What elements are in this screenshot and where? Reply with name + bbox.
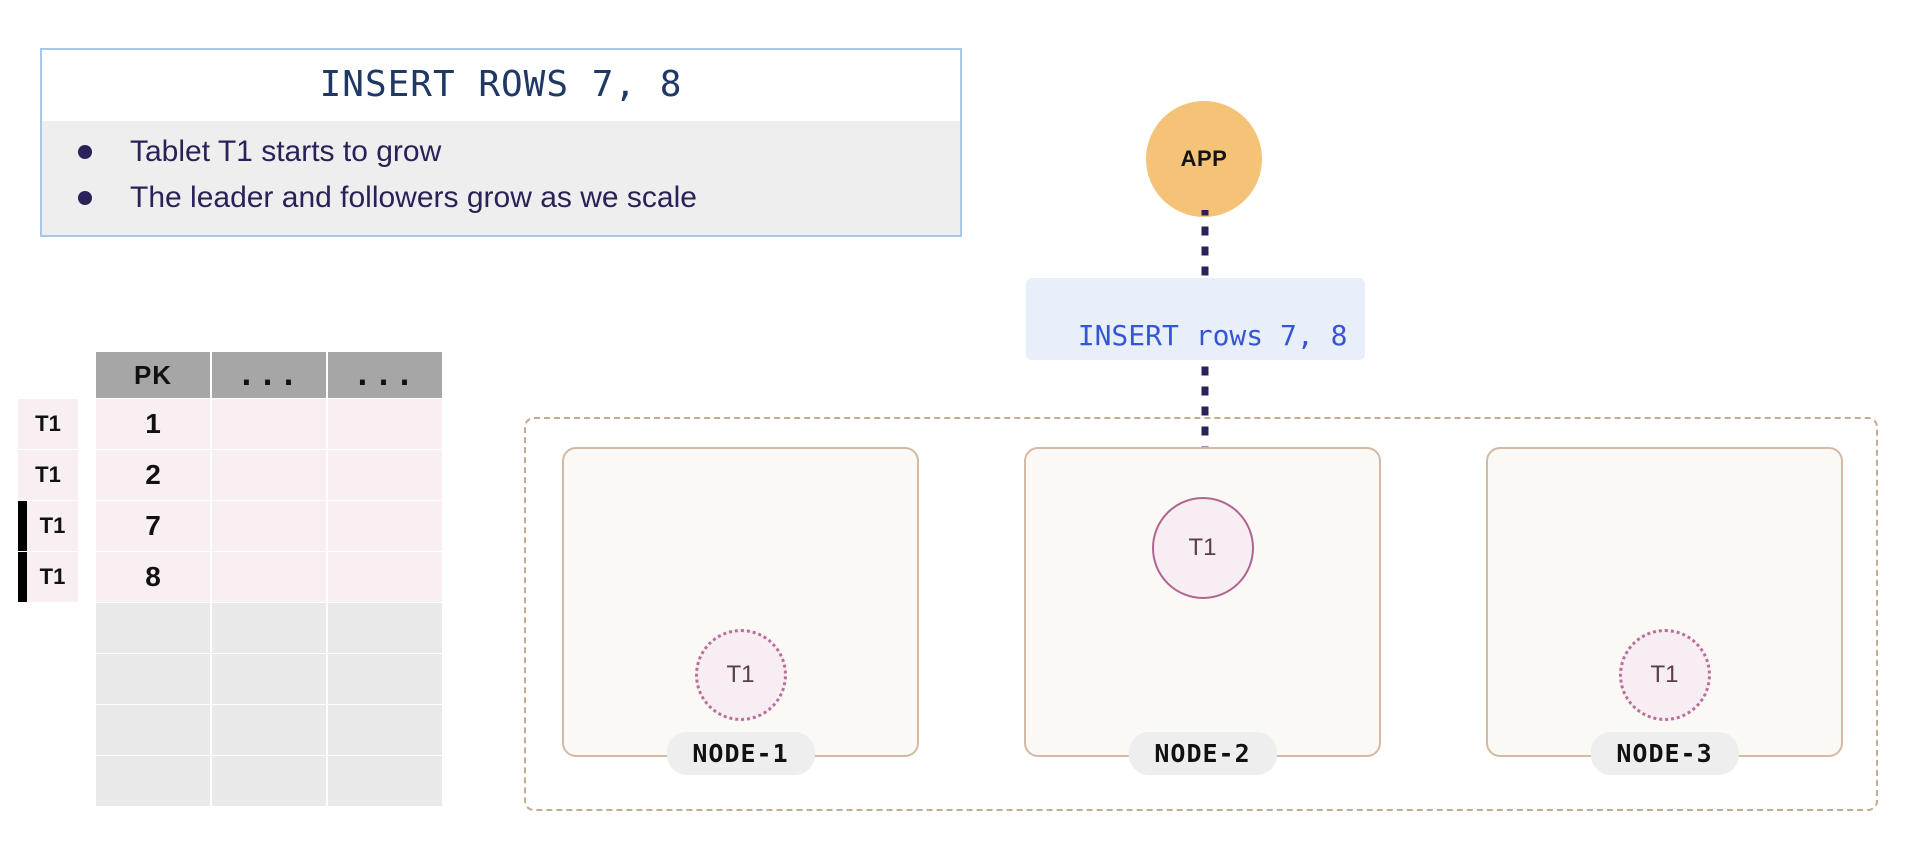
info-box-bullet-list: Tablet T1 starts to grow The leader and … bbox=[42, 121, 960, 235]
cell-pk: 1 bbox=[96, 399, 210, 449]
cell-col2 bbox=[212, 552, 326, 602]
cluster-boundary: T1 NODE-1 T1 NODE-2 T1 NODE-3 bbox=[524, 417, 1878, 811]
bullet-dot-icon bbox=[78, 191, 92, 205]
table-row-tablet-label: T1 bbox=[18, 450, 78, 500]
cell-col2 bbox=[212, 654, 326, 704]
app-node-circle: APP bbox=[1146, 101, 1262, 217]
table-row-cells bbox=[96, 603, 444, 653]
table-rowlabel-spacer bbox=[18, 352, 78, 398]
cell-col2 bbox=[212, 705, 326, 755]
cell-pk: 2 bbox=[96, 450, 210, 500]
table-row: T1 1 bbox=[18, 399, 444, 449]
table-row-cells: 2 bbox=[96, 450, 444, 500]
table-row: T1 7 bbox=[18, 501, 444, 551]
table-row-cells bbox=[96, 705, 444, 755]
column-header-ellipsis-2: ... bbox=[328, 352, 442, 398]
node-box-node-1: T1 NODE-1 bbox=[562, 447, 919, 775]
cell-pk bbox=[96, 705, 210, 755]
table-row-tablet-label-marked: T1 bbox=[18, 501, 78, 551]
node-box-node-2: T1 NODE-2 bbox=[1024, 447, 1381, 775]
tablet-leader-circle: T1 bbox=[1151, 497, 1254, 599]
info-box-title: INSERT ROWS 7, 8 bbox=[42, 50, 960, 121]
table-rowlabel-spacer bbox=[18, 705, 78, 755]
info-callout-box: INSERT ROWS 7, 8 Tablet T1 starts to gro… bbox=[40, 48, 962, 237]
column-header-pk: PK bbox=[96, 352, 210, 398]
table-row: T1 8 bbox=[18, 552, 444, 602]
table-rowlabel-spacer bbox=[18, 654, 78, 704]
table-rowlabel-spacer bbox=[18, 756, 78, 806]
table-row: T1 2 bbox=[18, 450, 444, 500]
node-name-pill: NODE-2 bbox=[1128, 732, 1277, 775]
node-box-node-3: T1 NODE-3 bbox=[1486, 447, 1843, 775]
node-name-pill: NODE-1 bbox=[666, 732, 815, 775]
cell-pk bbox=[96, 756, 210, 806]
table-row-cells: 7 bbox=[96, 501, 444, 551]
cell-col3 bbox=[328, 450, 442, 500]
cell-col2 bbox=[212, 501, 326, 551]
query-text-label: INSERT rows 7, 8 bbox=[1026, 278, 1366, 360]
table-header-cells: PK ... ... bbox=[96, 352, 444, 398]
tablet-follower-circle: T1 bbox=[1618, 629, 1711, 721]
table-row-cells: 8 bbox=[96, 552, 444, 602]
cell-pk bbox=[96, 654, 210, 704]
table-row-empty bbox=[18, 654, 444, 704]
bullet-item: Tablet T1 starts to grow bbox=[42, 129, 960, 175]
tablet-label: T1 bbox=[1188, 534, 1217, 561]
tablet-label: T1 bbox=[726, 661, 755, 688]
cell-col3 bbox=[328, 705, 442, 755]
cell-col2 bbox=[212, 603, 326, 653]
table-row-cells: 1 bbox=[96, 399, 444, 449]
cell-col3 bbox=[328, 603, 442, 653]
table-row-empty bbox=[18, 705, 444, 755]
cell-col3 bbox=[328, 654, 442, 704]
table-row-empty bbox=[18, 603, 444, 653]
cell-col3 bbox=[328, 552, 442, 602]
cell-pk: 8 bbox=[96, 552, 210, 602]
tablet-label: T1 bbox=[1650, 661, 1679, 688]
cell-col3 bbox=[328, 756, 442, 806]
cell-pk bbox=[96, 603, 210, 653]
cell-pk: 7 bbox=[96, 501, 210, 551]
tablet-follower-circle: T1 bbox=[694, 629, 787, 721]
table-row-cells bbox=[96, 654, 444, 704]
cell-col3 bbox=[328, 399, 442, 449]
table-row-tablet-label: T1 bbox=[18, 399, 78, 449]
bullet-dot-icon bbox=[78, 145, 92, 159]
cell-col2 bbox=[212, 399, 326, 449]
rows-table: PK ... ... T1 1 T1 2 T1 7 T1 8 bbox=[18, 352, 444, 807]
query-text: INSERT rows 7, 8 bbox=[1077, 319, 1348, 352]
bullet-text: The leader and followers grow as we scal… bbox=[130, 181, 697, 214]
table-row-tablet-label-marked: T1 bbox=[18, 552, 78, 602]
bullet-text: Tablet T1 starts to grow bbox=[130, 135, 442, 168]
cell-col3 bbox=[328, 501, 442, 551]
app-node-label: APP bbox=[1180, 146, 1228, 171]
node-name-pill: NODE-3 bbox=[1590, 732, 1739, 775]
column-header-ellipsis-1: ... bbox=[212, 352, 326, 398]
table-header-row: PK ... ... bbox=[18, 352, 444, 398]
cell-col2 bbox=[212, 450, 326, 500]
table-row-empty bbox=[18, 756, 444, 806]
bullet-item: The leader and followers grow as we scal… bbox=[42, 175, 960, 221]
cell-col2 bbox=[212, 756, 326, 806]
table-rowlabel-spacer bbox=[18, 603, 78, 653]
table-row-cells bbox=[96, 756, 444, 806]
